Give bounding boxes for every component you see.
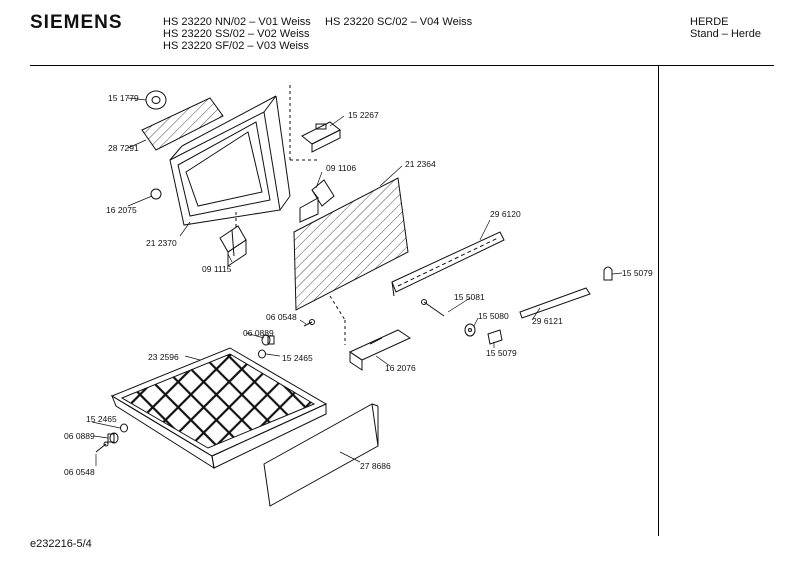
part-label: 15 2267 xyxy=(348,110,379,120)
leader-lines xyxy=(91,97,623,466)
document-id: e232216-5/4 xyxy=(30,538,92,550)
part-278686-panel xyxy=(263,403,379,507)
category-block: HERDE Stand – Herde xyxy=(690,16,761,40)
part-162075-bumper xyxy=(150,188,162,200)
part-232596-tray xyxy=(110,347,328,470)
brand-logo: SIEMENS xyxy=(30,12,123,33)
category-title: HERDE xyxy=(690,16,729,28)
part-label: 29 6121 xyxy=(532,316,563,326)
part-212370-door-frame xyxy=(169,95,291,226)
alignment-guides-center xyxy=(329,295,346,345)
part-label: 21 2370 xyxy=(146,238,177,248)
part-155080-washer xyxy=(464,323,476,337)
part-label: 16 2075 xyxy=(106,205,137,215)
part-162076-hinge xyxy=(348,329,412,371)
part-label: 15 5079 xyxy=(622,268,653,278)
header-divider xyxy=(30,65,774,66)
part-label: 15 5080 xyxy=(478,311,509,321)
part-label: 15 1779 xyxy=(108,93,139,103)
part-label: 29 6120 xyxy=(490,209,521,219)
part-091106-bracket xyxy=(299,179,335,223)
part-label: 15 5079 xyxy=(486,348,517,358)
model-list-secondary: HS 23220 SC/02 – V04 Weiss xyxy=(325,16,472,28)
part-label: 09 1106 xyxy=(326,163,357,173)
alignment-guides-left xyxy=(235,85,320,228)
part-296120-rail xyxy=(391,231,505,297)
part-155079-clip-bottom xyxy=(487,329,503,345)
part-label: 15 5081 xyxy=(454,292,485,302)
part-label: 27 8686 xyxy=(360,461,391,471)
part-152267-clip xyxy=(301,121,341,153)
model-line: HS 23220 NN/02 – V01 Weiss xyxy=(163,16,311,28)
side-divider xyxy=(658,66,659,536)
part-label: 06 0889 xyxy=(243,328,274,338)
part-151779-disc xyxy=(145,90,167,110)
part-label: 16 2076 xyxy=(385,363,416,373)
model-list-primary: HS 23220 NN/02 – V01 Weiss HS 23220 SS/0… xyxy=(163,16,311,52)
part-label: 09 1115 xyxy=(202,264,232,274)
part-hardware-set-lower xyxy=(95,423,128,453)
part-label: 15 2465 xyxy=(86,414,117,424)
part-287291-glass xyxy=(141,97,224,151)
part-091115-bracket xyxy=(219,225,247,267)
part-label: 15 2465 xyxy=(282,353,313,363)
model-line: HS 23220 SS/02 – V02 Weiss xyxy=(163,28,310,40)
category-subtitle: Stand – Herde xyxy=(690,28,761,40)
part-296121-strip xyxy=(519,287,591,319)
part-label: 28 7291 xyxy=(108,143,139,153)
model-line: HS 23220 SF/02 – V03 Weiss xyxy=(163,40,309,52)
model-line: HS 23220 SC/02 – V04 Weiss xyxy=(325,16,473,28)
part-label: 23 2596 xyxy=(148,352,179,362)
part-label: 21 2364 xyxy=(405,159,436,169)
part-155081-screw xyxy=(421,299,445,317)
part-155079-clip-top xyxy=(603,266,613,281)
part-label: 06 0889 xyxy=(64,431,95,441)
part-hardware-set-upper xyxy=(258,319,315,359)
part-212364-glass xyxy=(293,177,409,311)
part-label: 06 0548 xyxy=(266,312,297,322)
part-label: 06 0548 xyxy=(64,467,95,477)
